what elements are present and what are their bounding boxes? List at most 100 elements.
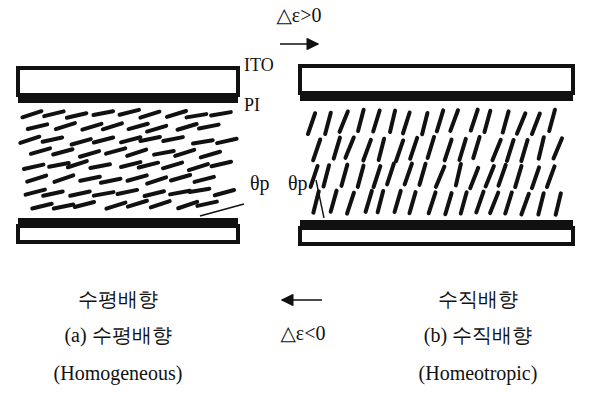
figure-caption: (Homeotropic) — [419, 362, 538, 384]
lc-molecule — [127, 150, 146, 156]
lc-molecule — [129, 124, 148, 129]
lc-molecule — [340, 111, 348, 131]
lc-molecule — [325, 113, 331, 134]
lc-molecule — [373, 110, 379, 131]
lc-molecule — [118, 190, 138, 194]
lc-molecule — [217, 139, 237, 143]
lc-molecule — [147, 177, 166, 183]
lc-molecule — [94, 192, 114, 196]
lc-molecule — [366, 191, 372, 212]
delta-epsilon: △ε>0 — [276, 4, 321, 26]
lc-molecule — [331, 191, 337, 212]
lc-molecule — [24, 165, 44, 169]
lc-molecule — [190, 189, 210, 192]
lc-molecule — [539, 137, 544, 158]
lc-molecule — [503, 111, 509, 132]
alignment-name: 수직배향 — [438, 288, 518, 310]
delta-epsilon: △ε<0 — [280, 322, 325, 344]
lc-molecule — [22, 111, 41, 117]
lc-molecule — [75, 202, 94, 207]
lc-molecule — [128, 201, 147, 207]
lc-molecule — [72, 139, 91, 144]
lc-molecule — [103, 123, 122, 129]
lc-molecule — [387, 164, 394, 185]
lc-molecule — [471, 110, 478, 131]
lc-molecule — [347, 193, 354, 214]
pi-layer — [18, 218, 238, 225]
lc-molecule — [163, 163, 182, 169]
alignment-name: 수평배향 — [78, 288, 158, 310]
lc-molecule — [450, 110, 458, 131]
lc-molecule — [405, 164, 412, 185]
lc-molecule — [127, 175, 146, 180]
lc-molecule — [358, 110, 364, 131]
lc-molecule — [26, 190, 45, 195]
lc-molecule — [189, 164, 208, 170]
lc-molecule — [215, 190, 234, 195]
lc-molecule — [436, 167, 444, 187]
lc-molecule — [199, 125, 219, 129]
lc-molecule — [486, 166, 494, 186]
lc-molecule — [94, 137, 113, 142]
lc-molecule — [212, 162, 232, 166]
lc-molecule — [31, 148, 50, 153]
lc-molecule — [178, 202, 197, 208]
lc-molecule — [374, 166, 381, 187]
lc-molecule — [498, 165, 505, 186]
lc-molecule — [54, 175, 73, 181]
ito-glass-plate — [18, 226, 238, 242]
figure-caption: (Homogeneous) — [54, 362, 183, 384]
lc-molecule — [323, 165, 329, 186]
lc-molecule — [49, 163, 69, 167]
lc-molecule — [187, 114, 207, 117]
arrow-left — [282, 299, 322, 301]
lc-molecule — [521, 140, 527, 161]
lc-molecule — [147, 126, 166, 132]
ito-glass-plate — [18, 68, 238, 95]
lc-molecule — [492, 140, 500, 160]
lc-molecule — [390, 111, 395, 132]
lc-molecule — [341, 165, 347, 186]
lc-molecule — [476, 192, 483, 213]
lc-molecule — [403, 112, 410, 133]
pi-layer — [300, 220, 573, 227]
lc-molecule — [445, 140, 452, 161]
lc-molecule — [82, 124, 101, 130]
lc-molecule — [396, 140, 403, 161]
lc-molecule — [422, 113, 427, 134]
lc-molecule — [197, 202, 217, 206]
lc-molecule — [93, 111, 113, 115]
lc-molecule — [556, 193, 561, 214]
lc-molecule — [43, 138, 63, 142]
lc-molecule — [532, 114, 540, 135]
lc-molecule — [437, 110, 443, 131]
lc-molecule — [459, 139, 465, 160]
lc-molecule — [20, 137, 39, 143]
lc-molecule — [54, 204, 74, 208]
lc-molecule — [345, 137, 353, 157]
lc-molecule — [507, 140, 514, 161]
lc-molecule — [313, 139, 320, 160]
lc-molecule — [201, 152, 220, 158]
lc-molecule — [554, 138, 563, 158]
lc-molecule — [170, 191, 190, 195]
lc-molecule — [378, 191, 383, 212]
lc-molecule — [517, 113, 525, 133]
lc-molecule — [490, 193, 498, 213]
lc-molecule — [151, 201, 170, 207]
lc-molecule — [43, 191, 63, 195]
lc-molecule — [106, 203, 125, 209]
lc-molecule — [193, 140, 213, 143]
lc-molecule — [419, 164, 425, 185]
lc-molecule — [80, 177, 100, 181]
lc-molecule — [473, 137, 479, 158]
lc-molecule — [484, 111, 490, 132]
lc-molecule — [120, 110, 139, 115]
lc-molecule — [53, 149, 72, 154]
ito-glass-plate — [300, 66, 573, 93]
lc-molecule — [538, 193, 543, 214]
lc-molecule — [532, 167, 539, 188]
lc-molecule — [175, 150, 194, 156]
lc-molecule — [211, 112, 231, 115]
lc-molecule — [515, 166, 521, 187]
